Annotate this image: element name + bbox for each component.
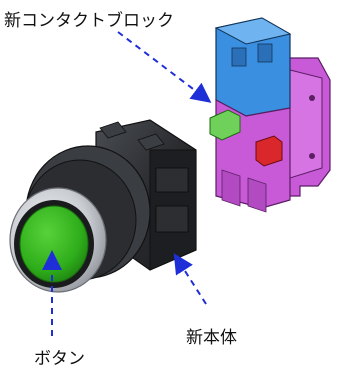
dashed-arrow-icon: [173, 253, 207, 305]
button: [9, 187, 107, 293]
new-contact-block-label: 新コンタクトブロック: [4, 11, 174, 31]
dashed-arrow-icon: [117, 31, 212, 103]
new-body-label: 新本体: [186, 328, 237, 348]
contact-block: [209, 17, 331, 213]
button-label: ボタン: [34, 349, 85, 369]
